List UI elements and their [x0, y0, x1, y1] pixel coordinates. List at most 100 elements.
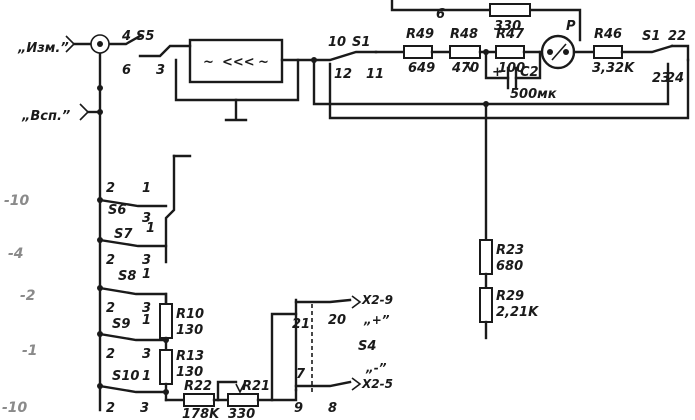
margin-mark-3: -2: [20, 288, 36, 304]
s8-name: S8: [118, 269, 136, 284]
resistor-r47: [495, 45, 525, 59]
r21-name: R21: [242, 379, 270, 394]
s4-pin20: 20: [328, 313, 346, 328]
wire: [216, 380, 238, 402]
converter-symbol-left: ~: [203, 55, 214, 70]
s1-pin10: 10: [328, 35, 346, 50]
connector-x24-label: X2-9: [361, 293, 393, 307]
r10-name: R10: [176, 307, 204, 322]
resistor-top-330: [489, 3, 531, 17]
resistor-r48: [449, 45, 481, 59]
s1-pin12: 12: [334, 67, 352, 82]
s1b-name: S1: [642, 29, 660, 44]
s4-contact-top: [294, 298, 352, 304]
r13-name: R13: [176, 349, 204, 364]
s5-pin3: 3: [156, 63, 165, 78]
input-izm-label: „Изм.”: [17, 41, 69, 56]
resistor-r49: [403, 45, 433, 59]
capacitor-c2: [506, 66, 518, 90]
s1b-pin23: 23: [652, 71, 670, 86]
s8-pin2: 2: [106, 301, 115, 316]
s9-pin2: 2: [106, 347, 115, 362]
connector-x24-jack: [351, 295, 362, 309]
s9-contact: [98, 332, 168, 342]
r49-value: 649: [408, 61, 435, 76]
converter-symbol-mid: <<<: [222, 55, 255, 70]
junction-dot: [97, 285, 103, 291]
junction-dot: [483, 101, 489, 107]
s4-contact-bottom: [294, 380, 352, 388]
r22-value: 178K: [182, 407, 220, 420]
meter-needle-icon: [551, 43, 567, 61]
r10-value: 130: [176, 323, 203, 338]
converter-symbol-right: ~: [258, 55, 269, 70]
s7-name: S7: [114, 227, 133, 242]
s4-pin21: 21: [292, 317, 310, 332]
top-resistor-value: 330: [494, 19, 521, 34]
resistor-r21: [227, 393, 259, 407]
r22-name: R22: [184, 379, 212, 394]
input-vsp-label: „Всп.”: [21, 109, 70, 124]
resistor-r29: [479, 287, 493, 323]
resistor-r13: [159, 349, 173, 385]
junction-dot: [97, 109, 103, 115]
meter-terminal: [547, 49, 553, 55]
connector-x25-label: X2-5: [361, 377, 393, 391]
junction-dot: [163, 337, 169, 343]
s9-name: S9: [112, 317, 130, 332]
resistor-r23: [479, 239, 493, 275]
connector-minus-label: „-”: [365, 361, 387, 375]
meter-terminal: [563, 49, 569, 55]
switch-bank-right-rail: [164, 154, 176, 264]
return-loop-wire: [312, 58, 670, 106]
s6-contact: [98, 198, 168, 208]
margin-mark-5: -10: [2, 400, 28, 416]
s1-pin11: 11: [366, 67, 384, 82]
s6-pin2: 2: [106, 181, 115, 196]
wire-s5-to-converter: [138, 44, 192, 58]
top-wire: [390, 0, 582, 42]
wire-to-s1b: [620, 44, 674, 54]
s4-pin9: 9: [294, 401, 303, 416]
s1b-pin24: 24: [666, 71, 684, 86]
r23-value: 680: [496, 259, 523, 274]
wire: [670, 44, 690, 62]
capacitor-value: 500мк: [510, 87, 558, 102]
s1-name: S1: [352, 35, 370, 50]
capacitor-name: C2: [520, 65, 539, 80]
resistor-r22: [183, 393, 215, 407]
wire-to-s5: [108, 34, 142, 46]
capacitor-wires: [484, 50, 542, 80]
s6-name: S6: [108, 203, 126, 218]
connector-x25-jack: [351, 377, 362, 391]
s10-pin2: 2: [106, 401, 115, 416]
s5-pin6: 6: [122, 63, 131, 78]
s5-name: S5: [136, 29, 154, 44]
s7-contact: [98, 238, 168, 248]
s6-pin3: 3: [142, 211, 151, 226]
s4-pin8: 8: [328, 401, 337, 416]
r48-wiper-icon: [465, 61, 475, 72]
ground-symbol: [224, 98, 248, 122]
resistor-r46: [593, 45, 623, 59]
s10-pin1: 1: [142, 369, 151, 384]
resistor-r10: [159, 303, 173, 339]
junction-dot: [97, 197, 103, 203]
margin-mark-2: -4: [8, 246, 24, 262]
top-resistor-pin: 6: [436, 7, 445, 22]
junction-dot: [97, 237, 103, 243]
margin-mark-4: -1: [22, 343, 38, 359]
s10-name: S10: [112, 369, 139, 384]
s10-pin3: 3: [140, 401, 149, 416]
wire-to-s4: [256, 312, 298, 402]
r29-name: R29: [496, 289, 524, 304]
junction-dot: [163, 389, 169, 395]
r13-value: 130: [176, 365, 203, 380]
s6-pin1: 1: [142, 181, 151, 196]
s9-pin3: 3: [142, 347, 151, 362]
s8-pin1: 1: [142, 267, 151, 282]
s7-pin3: 3: [142, 253, 151, 268]
r21-wiper-icon: [235, 383, 245, 394]
r47-value: 100: [498, 61, 525, 76]
